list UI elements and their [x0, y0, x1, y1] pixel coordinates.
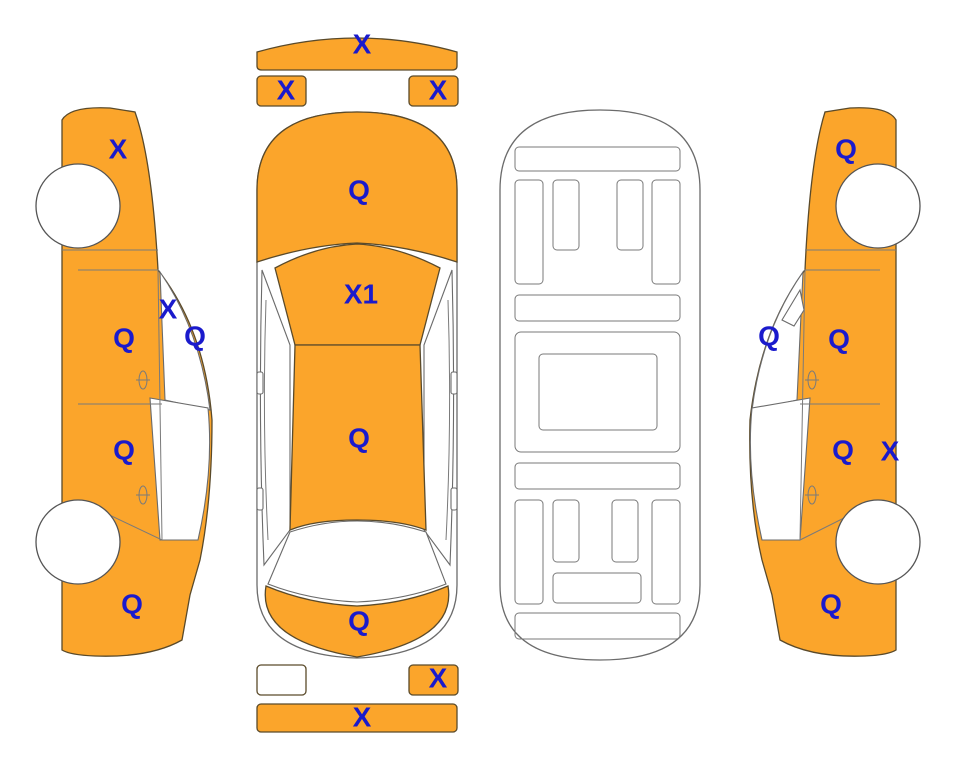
- right-front-door-handle: [805, 485, 819, 505]
- right-rear-wheel: [835, 163, 921, 249]
- left-side-window: [159, 270, 211, 411]
- right-front-door-mark: Q: [832, 434, 854, 465]
- left-front-fender-mark: Q: [121, 588, 143, 619]
- underbody-engine-mount: [552, 572, 642, 604]
- underbody-rail-top: [514, 146, 681, 172]
- underbody-front-inner-right: [611, 499, 639, 563]
- underbody-rear-right: [651, 179, 681, 285]
- underbody-floor: [514, 331, 681, 453]
- underbody-front-left: [514, 499, 544, 605]
- rear-left-corner-mark: X: [277, 74, 296, 105]
- right-lower-glass: [749, 397, 811, 541]
- trunk-lid[interactable]: [256, 111, 458, 263]
- trunk-lid-mark: Q: [348, 174, 370, 205]
- right-quarter-glass: [781, 288, 805, 327]
- rear-right-corner-mark: X: [429, 74, 448, 105]
- top-left-mirror: [256, 371, 264, 395]
- left-lower-glass: [149, 397, 211, 541]
- rear-left-corner[interactable]: [256, 75, 307, 107]
- underbody-crossmember-2: [514, 462, 681, 490]
- top-right-mirror: [450, 371, 458, 395]
- underbody-rear-inner-right: [616, 179, 644, 251]
- right-front-fender-mark: Q: [820, 588, 842, 619]
- roof-panel[interactable]: [289, 344, 427, 531]
- right-rear-door-handle: [805, 370, 819, 390]
- hood-panel[interactable]: [264, 585, 450, 658]
- top-view: [256, 37, 459, 733]
- left-rear-wheel: [35, 163, 121, 249]
- front-right-corner[interactable]: [408, 664, 459, 696]
- right-roof-rail-mark: Q: [758, 320, 780, 351]
- damage-labels: X X X Q X1 Q Q X X X X Q Q Q Q Q Q Q Q X…: [109, 28, 900, 732]
- underbody-rear-left: [514, 179, 544, 285]
- right-a-pillar-mark: X: [881, 435, 900, 466]
- right-rear-door-mark: Q: [828, 323, 850, 354]
- left-side-view: [35, 107, 213, 657]
- underbody-crossmember-1: [514, 294, 681, 322]
- left-rear-door-handle: [136, 370, 150, 390]
- front-bumper-mark: X: [353, 701, 372, 732]
- right-front-wheel: [835, 499, 921, 585]
- left-rear-quarter-mark: X: [109, 133, 128, 164]
- underbody-view: [499, 109, 701, 661]
- top-left-side-glass: [259, 269, 291, 567]
- underbody-front-inner-left: [552, 499, 580, 563]
- left-front-door-handle: [136, 485, 150, 505]
- underbody-rear-inner-left: [552, 179, 580, 251]
- rear-bumper-mark: X: [353, 28, 372, 59]
- roof-mark: Q: [348, 422, 370, 453]
- rear-window-mark: X1: [344, 278, 378, 309]
- rear-bumper[interactable]: [256, 37, 458, 71]
- front-right-corner-mark: X: [429, 662, 448, 693]
- front-left-corner[interactable]: [256, 664, 307, 696]
- rear-window-panel[interactable]: [274, 243, 441, 346]
- underbody-rail-bottom: [514, 612, 681, 640]
- underbody-tank: [538, 353, 658, 431]
- top-right-mirror-lower: [450, 487, 458, 511]
- front-bumper[interactable]: [256, 703, 458, 733]
- left-rear-door-mark: Q: [113, 322, 135, 353]
- top-right-side-glass: [423, 269, 455, 567]
- right-rear-quarter-mark: Q: [835, 133, 857, 164]
- underbody-front-right: [651, 499, 681, 605]
- windshield: [267, 520, 447, 603]
- right-side-view: [749, 107, 921, 657]
- left-front-wheel: [35, 499, 121, 585]
- left-front-door-mark: Q: [113, 434, 135, 465]
- left-pillar-mark: X: [159, 293, 178, 324]
- hood-mark: Q: [348, 605, 370, 636]
- left-roof-rail-mark: Q: [184, 320, 206, 351]
- rear-right-corner[interactable]: [408, 75, 459, 107]
- top-left-mirror-lower: [256, 487, 264, 511]
- underbody-outline: [499, 109, 701, 661]
